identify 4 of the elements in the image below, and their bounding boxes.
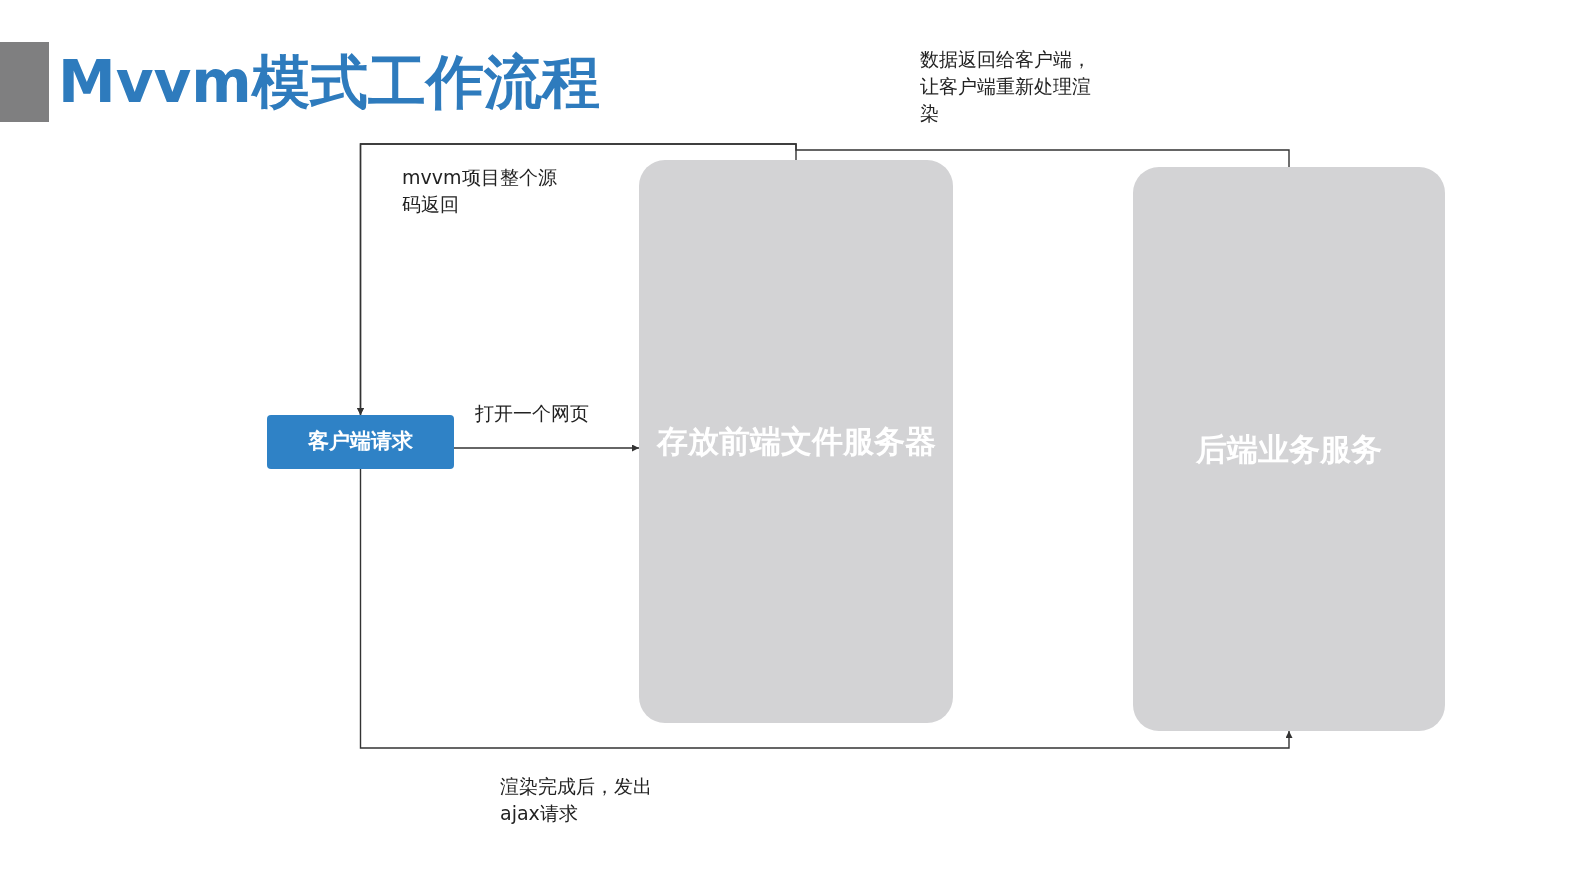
- arrow: [357, 143, 1290, 416]
- process-box: 客户端请求: [267, 415, 454, 469]
- arrow: [453, 444, 640, 452]
- arrow: [359, 468, 1293, 749]
